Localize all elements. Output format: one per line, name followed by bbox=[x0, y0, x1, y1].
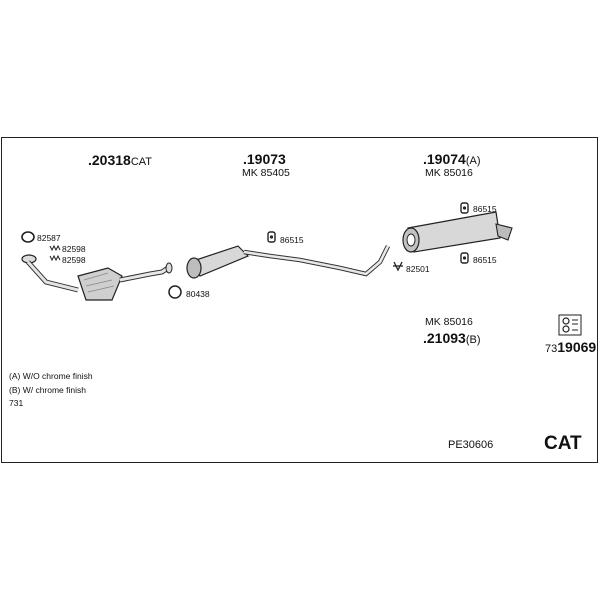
cat-label: CAT bbox=[544, 433, 582, 454]
spring-kit-icon bbox=[49, 244, 61, 262]
hanger-86515-mid bbox=[267, 231, 276, 243]
part-number-mounting-kit: 7319069 bbox=[545, 339, 597, 355]
rear-silencer bbox=[402, 211, 513, 253]
catalytic-converter-pipe bbox=[26, 260, 173, 301]
part-number-front-pipe: .20318CAT bbox=[88, 152, 153, 168]
clamp-80438 bbox=[168, 285, 182, 299]
hw-label-82587: 82587 bbox=[37, 233, 61, 243]
mk-number-middle: MK 85405 bbox=[242, 167, 290, 179]
clamp-82501 bbox=[393, 261, 403, 272]
hanger-86515-rear-top bbox=[460, 202, 469, 214]
hw-label-86515-rear-top: 86515 bbox=[473, 204, 497, 214]
part-number-middle: .19073 bbox=[243, 151, 286, 167]
hw-label-86515-mid: 86515 bbox=[280, 235, 304, 245]
hw-label-82501: 82501 bbox=[406, 264, 430, 274]
hanger-86515-rear-bottom bbox=[460, 252, 469, 264]
hw-label-82598-b: 82598 bbox=[62, 255, 86, 265]
hw-label-86515-rear-bottom: 86515 bbox=[473, 255, 497, 265]
hw-label-80438: 80438 bbox=[186, 289, 210, 299]
note-a: (A) W/O chrome finish bbox=[9, 371, 93, 381]
mounting-kit-icon bbox=[558, 314, 582, 336]
note-b: (B) W/ chrome finish bbox=[9, 385, 86, 395]
part-number-rear-alt: .21093(B) bbox=[423, 330, 481, 346]
note-c: 731 bbox=[9, 398, 24, 408]
part-number-rear: .19074(A) bbox=[423, 151, 481, 167]
gasket-ring bbox=[21, 231, 35, 243]
middle-silencer bbox=[186, 244, 391, 279]
set-code: PE30606 bbox=[448, 439, 494, 451]
diagram-frame bbox=[1, 137, 598, 463]
hw-label-82598-a: 82598 bbox=[62, 244, 86, 254]
mk-number-rear: MK 85016 bbox=[425, 167, 473, 179]
mk-number-rear-alt: MK 85016 bbox=[425, 316, 473, 328]
